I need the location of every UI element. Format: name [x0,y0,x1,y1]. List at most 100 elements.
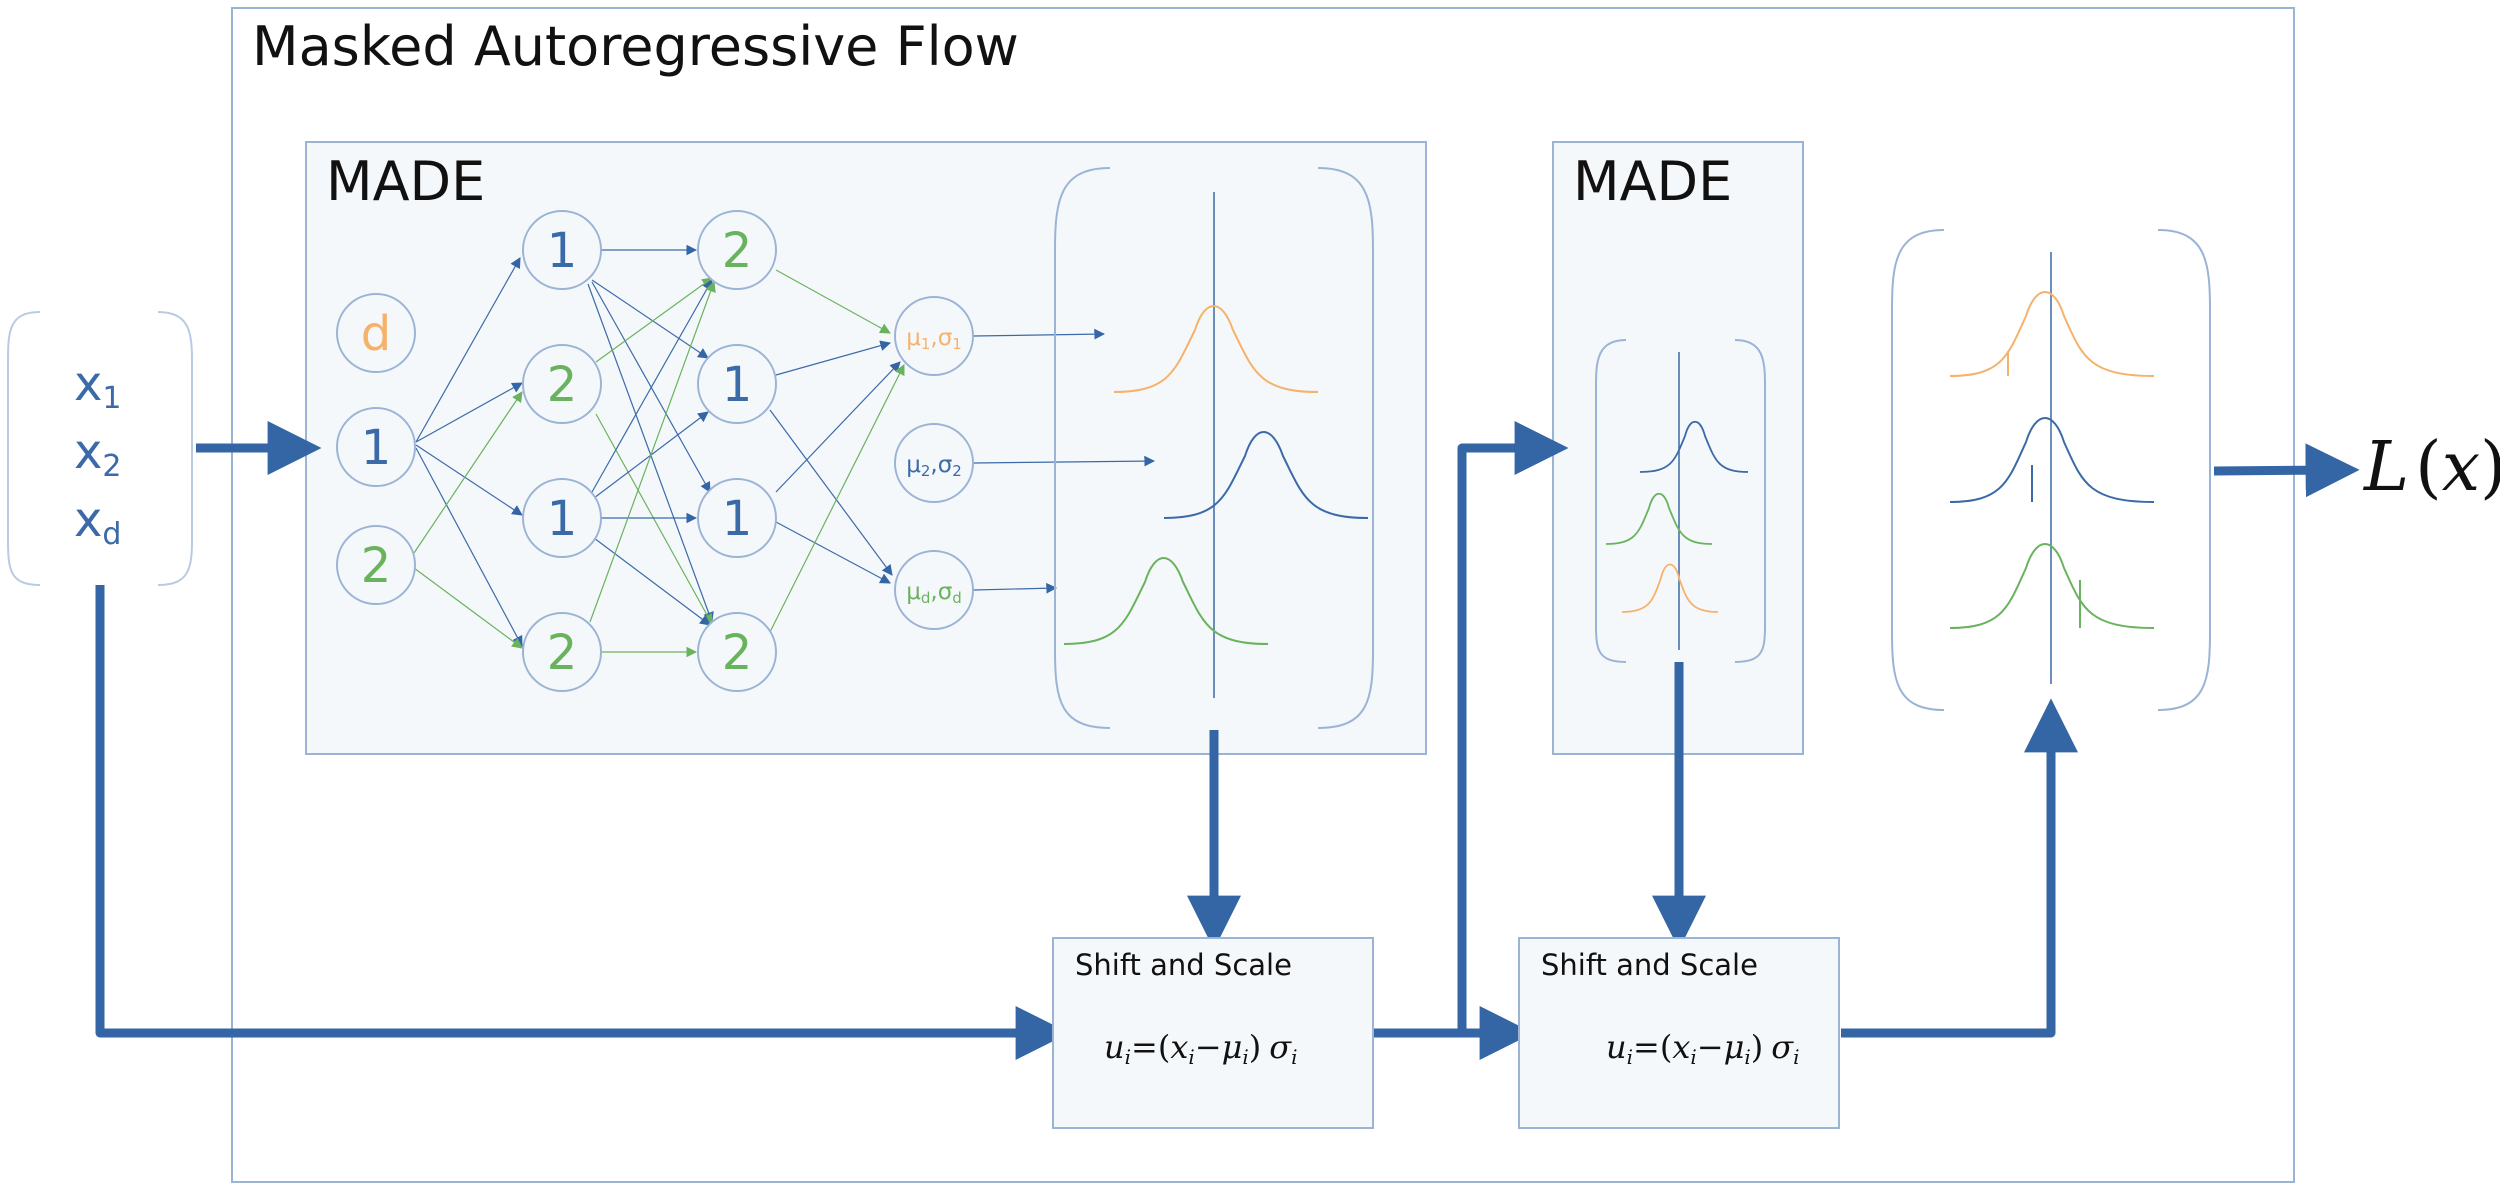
node-label: 1 [547,491,578,547]
density-curve-blue [1949,417,2155,503]
shift-scale-formula: ui=(xi−μi)σi [1104,1028,1298,1069]
node-circle [336,293,416,373]
node-label: 1 [722,491,753,547]
shift-scale-label: Shift and Scale [1541,948,1758,982]
density-curve-blue [1163,431,1369,519]
node-circle [522,612,602,692]
arrow-shift1-to-made2 [1457,421,1569,1033]
edge [415,257,521,443]
density-bracket-left [1595,339,1627,663]
node-label: 1 [722,357,753,413]
likelihood-label: L(x) [2362,428,2500,507]
input-bracket-left [7,311,41,586]
edge [415,382,523,443]
node-circle [697,344,777,424]
input-node-d: d [336,293,416,373]
edge [595,413,713,625]
hidden2-node-d: 2 [697,612,777,692]
edge [769,364,905,633]
shift-scale-rect [1518,937,1840,1129]
shift-scale-rect [1052,937,1374,1129]
density-panel-1 [1054,167,1374,729]
density-bracket-right [2157,229,2211,711]
input-x1: x1 [74,356,122,416]
node-label: d [361,306,391,362]
edge [973,455,1156,467]
node-circle [522,210,602,290]
edge [415,444,523,516]
edge [413,567,523,649]
edge [413,391,523,554]
flow-arrows [95,421,2360,1060]
output-node-1: μ1,σ1 [894,296,974,376]
made-label-1: MADE [326,150,485,213]
density-bracket-right [1317,167,1374,729]
density-curve-green [1949,543,2155,629]
made-nodes: d 1 2 1 2 1 2 2 [336,210,974,692]
edge [973,328,1106,340]
edge [775,269,891,334]
hidden2-node-b: 1 [697,344,777,424]
made-panel-1 [305,141,1427,755]
node-circle [894,296,974,376]
density-bracket-left [1054,167,1111,729]
hidden1-node-a: 1 [522,210,602,290]
node-circle [697,478,777,558]
edge [769,409,893,576]
hidden1-node-d: 2 [522,612,602,692]
node-circle [336,525,416,605]
density-panel-2 [1595,339,1766,663]
input-node-2: 2 [336,525,416,605]
edge [415,447,523,647]
edge [973,582,1058,594]
arrow-final-to-output [2213,443,2360,498]
density-curve-blue [1639,420,1749,473]
density-curve-orange [1949,291,2155,377]
edge [591,279,713,493]
edge [593,537,711,626]
density-curve-green [1063,557,1269,645]
shift-scale-box-2: Shift and Scale ui=(xi−μi)σi [1518,937,1840,1129]
node-label: 1 [361,420,392,476]
edge [587,283,714,624]
edge [591,279,709,359]
node-label: μ1,σ1 [906,325,962,353]
edge [775,521,891,584]
arrow-input-to-shift1 [95,585,1070,1060]
node-circle [894,423,974,503]
maf-title: Masked Autoregressive Flow [252,15,1019,78]
made-label-2: MADE [1573,150,1732,213]
node-label: 2 [722,223,753,279]
node-label: 2 [547,625,578,681]
arrow-shift2-to-final [1841,698,2078,1038]
node-label: 2 [722,625,753,681]
node-label: 2 [361,538,392,594]
node-circle [522,344,602,424]
node-circle [697,612,777,692]
shift-scale-label: Shift and Scale [1075,948,1292,982]
hidden1-node-c: 1 [522,478,602,558]
hidden1-node-b: 2 [522,344,602,424]
density-bracket-right [1734,339,1766,663]
hidden2-node-a: 2 [697,210,777,290]
output-node-d: μd,σd [894,550,974,630]
input-node-1: 1 [336,407,416,487]
density-curve-orange [1113,305,1319,393]
edge [589,280,716,623]
node-label: 1 [547,223,578,279]
output-node-2: μ2,σ2 [894,423,974,503]
edge [775,340,892,376]
shift-scale-box-1: Shift and Scale ui=(xi−μi)σi [1052,937,1374,1129]
node-circle [894,550,974,630]
edge [595,277,713,363]
density-curve-green [1605,492,1713,545]
node-circle [697,210,777,290]
edge [775,361,901,493]
density-bracket-left [1891,229,1945,711]
shift-scale-formula: ui=(xi−μi)σi [1606,1028,1800,1069]
node-label: μ2,σ2 [906,452,962,480]
final-density-panel [1891,229,2211,711]
node-circle [336,407,416,487]
node-label: μd,σd [906,579,962,607]
